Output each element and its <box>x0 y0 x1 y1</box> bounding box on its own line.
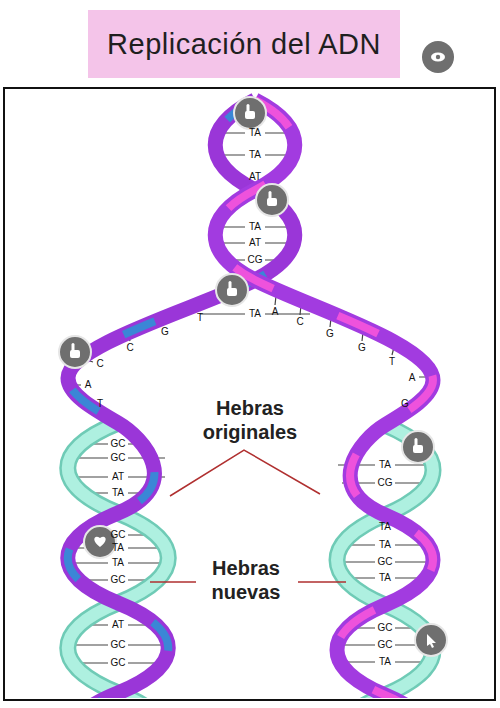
base-letter: CG <box>248 254 263 266</box>
diagram-title: Replicación del ADN <box>107 28 381 61</box>
base-letter: T <box>389 356 395 368</box>
base-letter: GC <box>111 438 126 450</box>
base-letter: TA <box>379 572 391 584</box>
icon-glyph <box>269 191 272 200</box>
base-letter: A <box>85 379 92 391</box>
base-letter: C <box>96 358 103 370</box>
icon-glyph <box>413 445 423 453</box>
base-letter: G <box>358 342 366 354</box>
base-letter: G <box>401 398 409 410</box>
base-letter: GC <box>378 556 393 568</box>
base-pair-bonds <box>68 133 433 663</box>
icon-circle <box>415 624 447 656</box>
base-letter: TA <box>379 539 391 551</box>
title-band: Replicación del ADN <box>88 10 400 78</box>
hand-icon <box>59 336 91 368</box>
icon-glyph <box>247 104 250 113</box>
icon-circle <box>216 274 248 306</box>
icon-glyph <box>267 198 277 206</box>
leader-line <box>170 450 320 496</box>
base-letter: T <box>197 312 203 324</box>
base-letter: GC <box>111 639 126 651</box>
base-letter: GC <box>111 529 126 541</box>
base-letter: TA <box>249 221 261 233</box>
base-letter: TA <box>112 542 124 554</box>
base-letter: GC <box>111 657 126 669</box>
dna-helix <box>68 100 433 698</box>
base-letter: AT <box>249 171 261 183</box>
icon-circle <box>256 184 288 216</box>
hand-icon <box>256 184 288 216</box>
hand-icon <box>216 274 248 306</box>
base-letter: TA <box>112 557 124 569</box>
base-letter: TA <box>249 149 261 161</box>
base-letter: A <box>409 372 416 384</box>
unpaired-base-ticks <box>72 296 428 404</box>
base-letter: TA <box>379 459 391 471</box>
icon-circle <box>59 336 91 368</box>
base-letter: T <box>97 398 103 410</box>
icon-glyph <box>415 438 418 447</box>
base-letter: AT <box>249 237 261 249</box>
hand-icon <box>234 97 266 129</box>
base-letter: TA <box>379 656 391 668</box>
base-letter: GC <box>378 639 393 651</box>
base-letter: GC <box>111 452 126 464</box>
icon-glyph <box>431 53 445 62</box>
icon-circle <box>234 97 266 129</box>
base-letter: C <box>126 342 133 354</box>
icon-circle <box>422 41 454 73</box>
base-letter: C <box>296 316 303 328</box>
base-letter: CG <box>378 477 393 489</box>
icon-glyph <box>229 281 232 290</box>
base-letter: TA <box>112 487 124 499</box>
base-letter: G <box>326 328 334 340</box>
icon-glyph <box>427 634 436 648</box>
icon-glyph <box>72 343 75 352</box>
base-letter: TA <box>249 127 261 139</box>
strand-label: Hebras originales <box>185 396 315 444</box>
base-letter: AT <box>112 619 124 631</box>
base-letter: TA <box>379 521 391 533</box>
eye-icon <box>422 41 454 73</box>
base-letter: TA <box>249 308 261 320</box>
cursor-icon <box>415 624 447 656</box>
base-letter: G <box>161 326 169 338</box>
base-letter: A <box>272 306 279 318</box>
icon-circle <box>402 431 434 463</box>
base-letter: GC <box>378 622 393 634</box>
icon-glyph <box>245 111 255 119</box>
icon-glyph <box>70 350 80 358</box>
icon-glyph <box>227 288 237 296</box>
hand-icon <box>402 431 434 463</box>
strand-label: Hebras nuevas <box>186 556 306 604</box>
base-letter: GC <box>111 574 126 586</box>
base-letter: AT <box>112 471 124 483</box>
icon-glyph <box>436 55 440 59</box>
icon-glyph <box>94 537 105 547</box>
